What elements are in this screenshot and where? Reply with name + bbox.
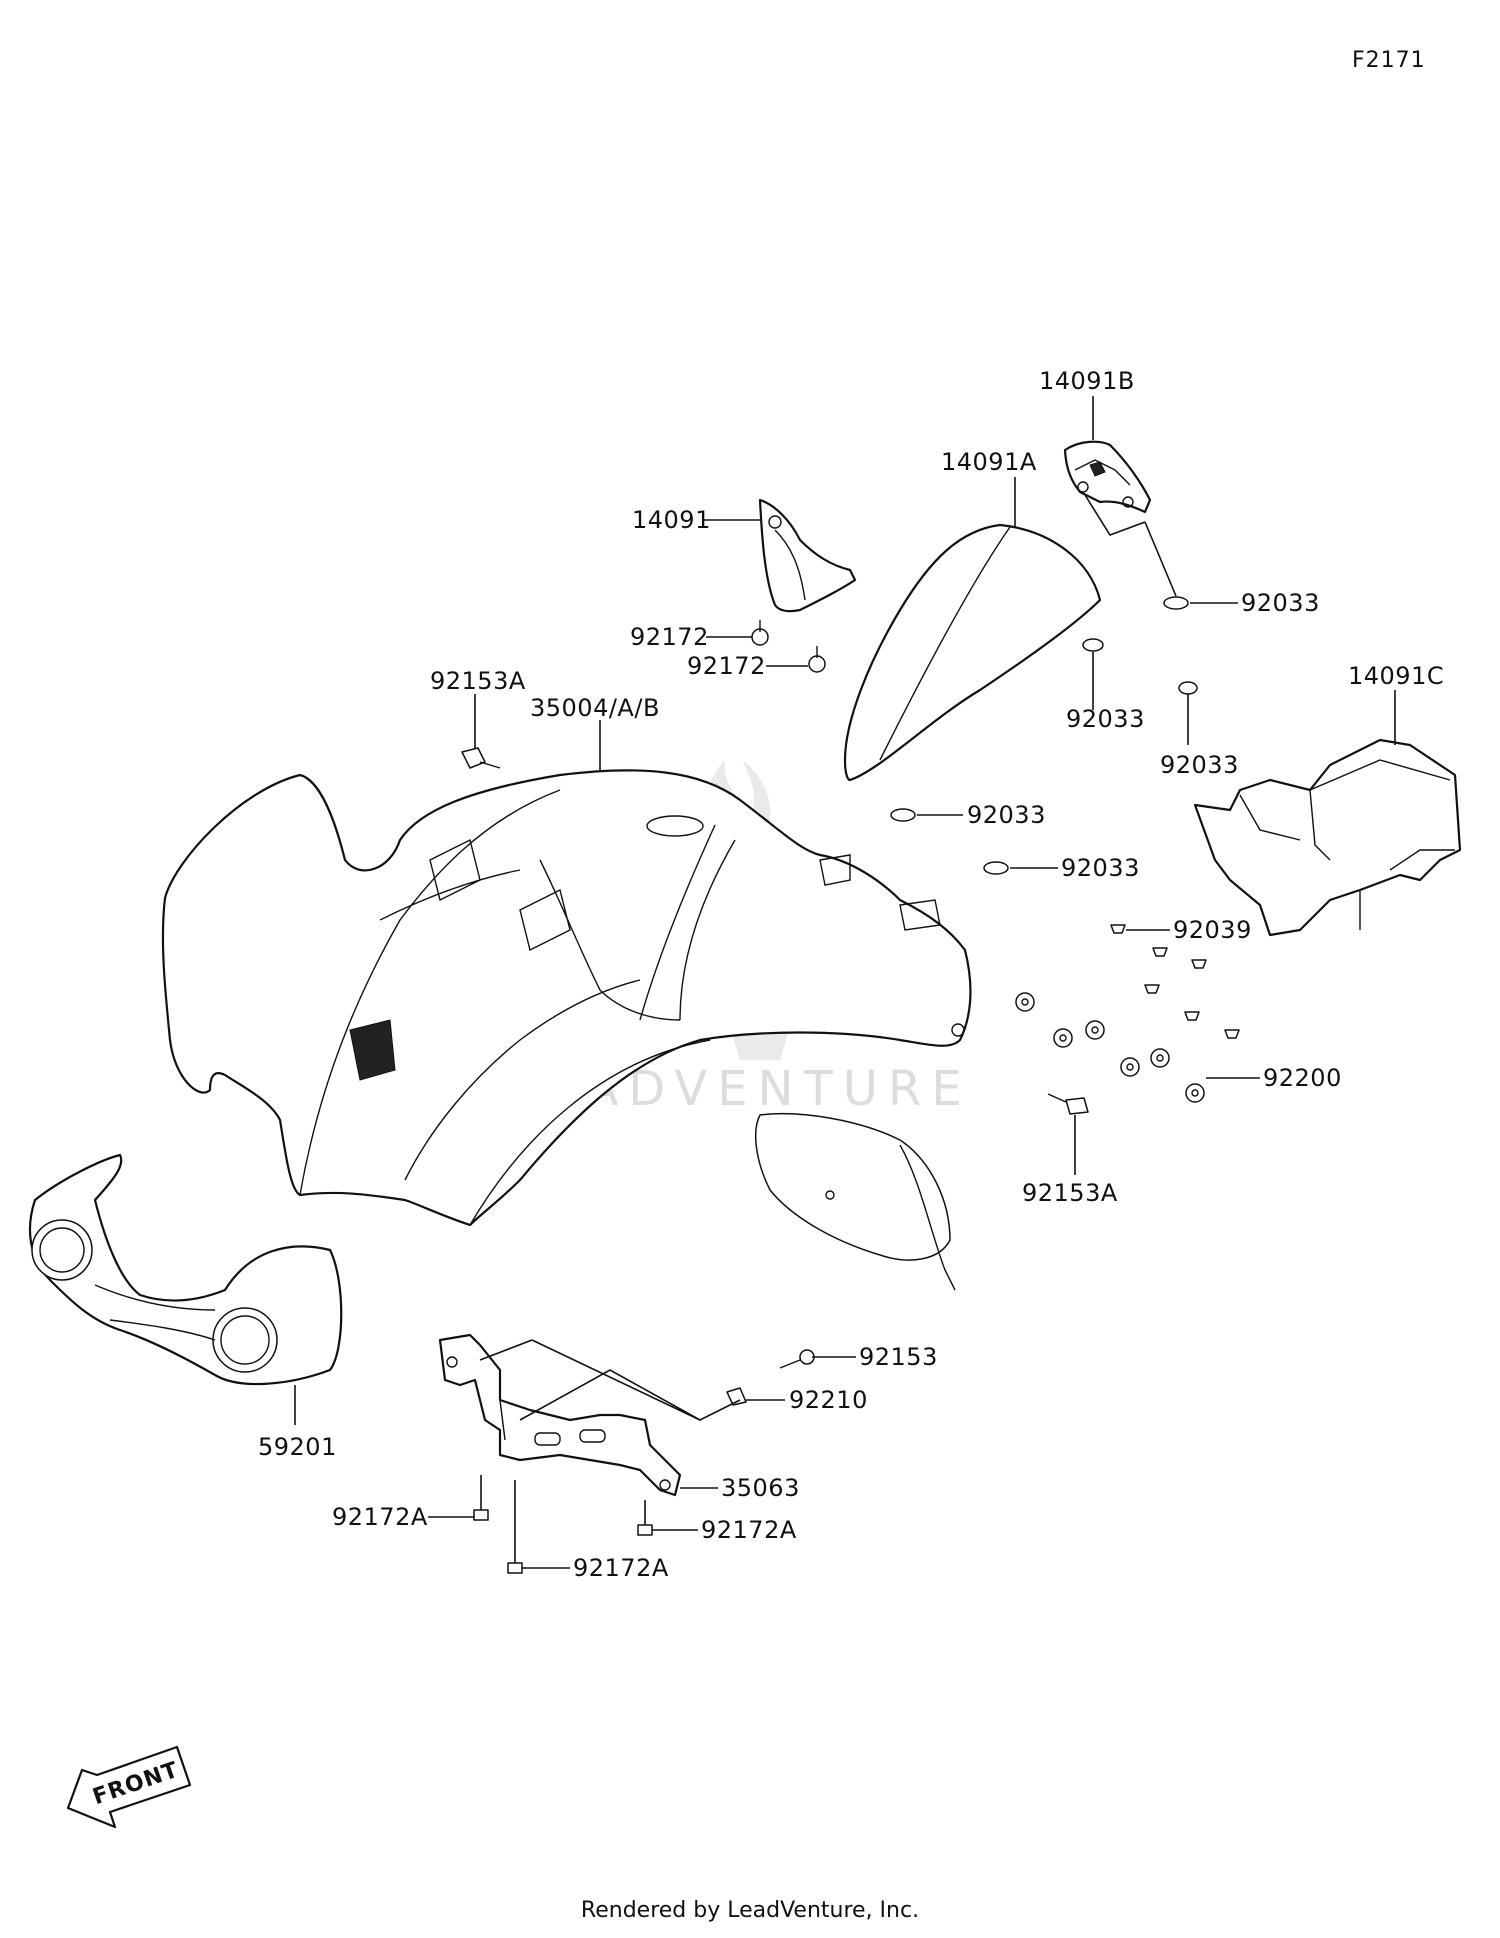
callout-14091B: 14091B <box>1039 367 1135 395</box>
callout-14091C: 14091C <box>1348 662 1444 690</box>
callout-92172: 92172 <box>687 652 766 680</box>
callout-92172A: 92172A <box>332 1503 428 1531</box>
bracket-35063 <box>438 1333 682 1497</box>
tray-14091C <box>1193 738 1462 937</box>
callout-92033: 92033 <box>1061 854 1140 882</box>
callout-92033: 92033 <box>1160 751 1239 779</box>
leader-lines <box>294 396 1396 1569</box>
diagram-code: F2171 <box>1352 48 1426 73</box>
callout-92039: 92039 <box>1173 916 1252 944</box>
headlight-housing-59201 <box>28 1153 343 1386</box>
bracket-14091B <box>1063 440 1152 514</box>
callout-92033: 92033 <box>967 801 1046 829</box>
callout-92153: 92153 <box>859 1343 938 1371</box>
callout-14091: 14091 <box>632 506 711 534</box>
callout-92033: 92033 <box>1241 589 1320 617</box>
fasteners <box>461 596 1240 1574</box>
cover-14091 <box>758 498 857 613</box>
callout-92153A: 92153A <box>430 667 526 695</box>
callout-92153A: 92153A <box>1022 1179 1118 1207</box>
callout-35004: 35004/A/B <box>530 694 660 722</box>
callout-92210: 92210 <box>789 1386 868 1414</box>
callout-92200: 92200 <box>1263 1064 1342 1092</box>
callout-92172A: 92172A <box>701 1516 797 1544</box>
cover-14091A <box>843 523 1102 782</box>
callout-35063: 35063 <box>721 1474 800 1502</box>
callout-14091A: 14091A <box>941 448 1037 476</box>
callout-labels: 14091B 14091A 14091 92033 92172 92172 92… <box>258 367 1444 1582</box>
front-arrow-icon: FRONT <box>66 1745 192 1829</box>
front-fender-35004 <box>161 769 972 1291</box>
callout-92172: 92172 <box>630 623 709 651</box>
callout-92172A: 92172A <box>573 1554 669 1582</box>
footer-credit: Rendered by LeadVenture, Inc. <box>580 1898 920 1923</box>
callout-59201: 59201 <box>258 1433 337 1461</box>
callout-92033: 92033 <box>1066 705 1145 733</box>
